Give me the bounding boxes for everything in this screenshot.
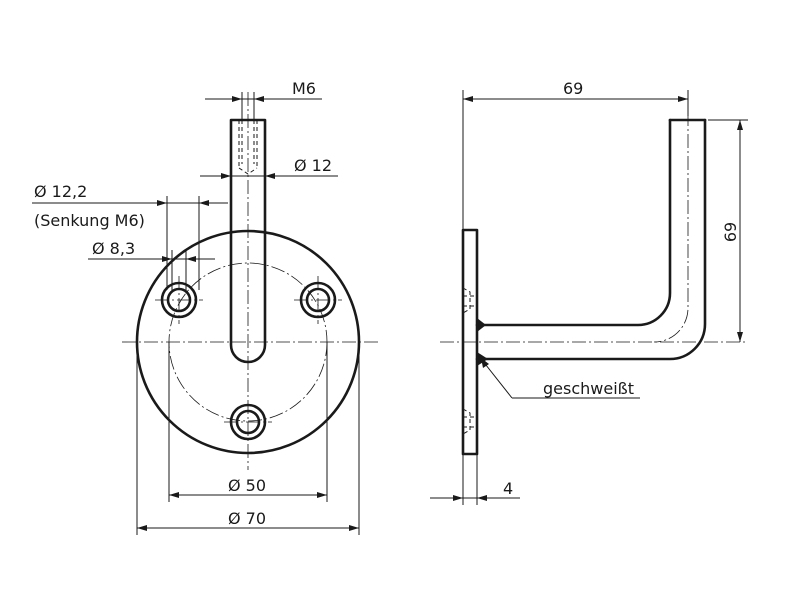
mounting-hole-bottom <box>224 403 272 441</box>
weld-fillet-top <box>477 318 486 332</box>
label-weld: geschweißt <box>543 379 634 398</box>
label-countersink-note: (Senkung M6) <box>34 211 145 230</box>
weld-fillet-bottom <box>477 352 488 366</box>
thread-hidden-lines <box>238 120 258 175</box>
side-view: 69 69 4 geschweißt <box>430 79 748 505</box>
label-height: 69 <box>721 222 740 242</box>
dim-thickness <box>430 454 520 505</box>
dim-pitch-diameter <box>168 342 328 502</box>
label-hole-diameter: Ø 8,3 <box>92 239 135 258</box>
weld-leader <box>481 358 640 399</box>
tube-front <box>229 118 267 364</box>
front-view: M6 Ø 12 Ø 12,2 (Senkung M6) Ø 8,3 <box>32 79 378 535</box>
dim-plate-diameter <box>136 342 360 535</box>
dim-hole-diameter <box>88 250 215 292</box>
dim-height <box>708 119 748 342</box>
dim-tube-diameter <box>200 173 338 179</box>
label-tube-diameter: Ø 12 <box>294 156 332 175</box>
tube-centerline <box>653 112 689 343</box>
dim-m6 <box>205 92 322 120</box>
plate-hidden-holes <box>462 287 477 435</box>
tube-side-inner <box>475 118 672 327</box>
label-plate-diameter: Ø 70 <box>228 509 266 528</box>
label-width: 69 <box>563 79 583 98</box>
label-countersink-diameter: Ø 12,2 <box>34 182 87 201</box>
label-thread: M6 <box>292 79 316 98</box>
mounting-hole-right <box>294 276 342 324</box>
label-thickness: 4 <box>503 479 513 498</box>
tube-side-outer <box>475 118 707 361</box>
dim-countersink <box>32 196 228 290</box>
mounting-hole-left <box>155 276 203 324</box>
dim-width <box>462 90 689 230</box>
label-pitch-diameter: Ø 50 <box>228 476 266 495</box>
